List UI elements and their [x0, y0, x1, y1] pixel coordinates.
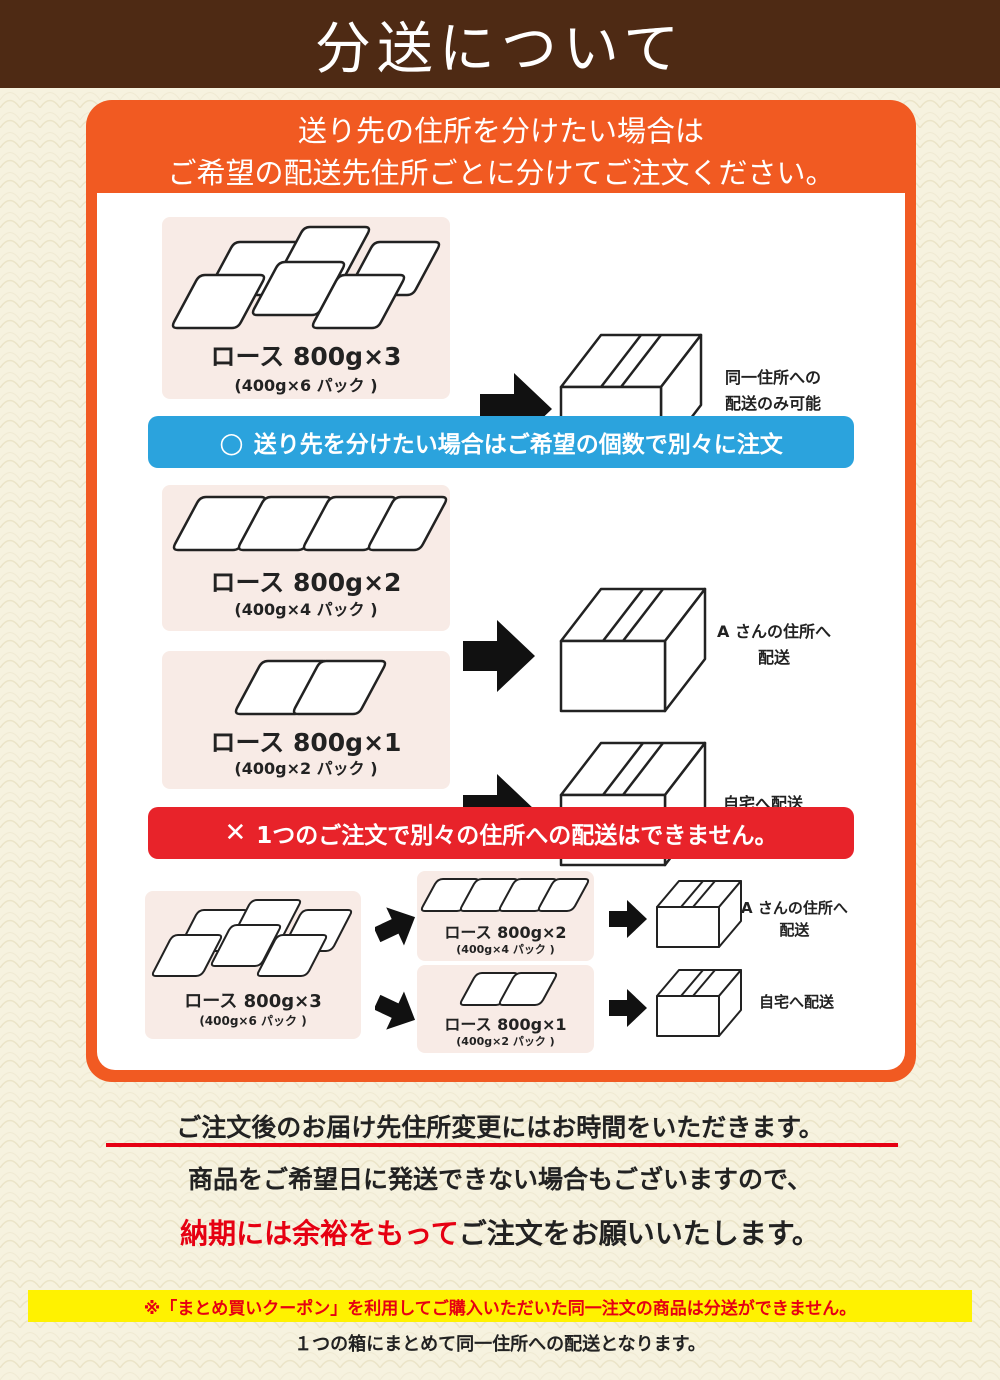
notice-line3-rest: ご注文をお願いいたします。 [458, 1217, 820, 1250]
cross-ng-icon: ✕ [224, 818, 247, 848]
right-arrow-icon [463, 620, 535, 692]
product-name: ロース 800g×1 [444, 1015, 567, 1034]
meat-packs-icon [234, 659, 387, 716]
ok-banner-text: 送り先を分けたい場合はご希望の個数で別々に注文 [253, 432, 783, 458]
product-sub: (400g×2 パック ) [234, 759, 378, 778]
product-sub: (400g×4 パック ) [234, 600, 378, 619]
meat-packs-icon [151, 899, 353, 977]
panel-heading-line2: ご希望の配送先住所ごとに分けてご注文ください。 [167, 156, 835, 190]
notice-line1: ご注文後のお届け先住所変更にはお時間をいただきます。 [176, 1113, 824, 1142]
dest-label-ng-a: A さんの住所へ 配送 [741, 899, 848, 939]
footer-note: １つの箱にまとめて同一住所への配送となります。 [294, 1334, 706, 1355]
cardboard-box-icon [559, 587, 707, 713]
dest-label-single: 同一住所への 配送のみ可能 [725, 368, 822, 413]
product-name: ロース 800g×3 [184, 991, 322, 1012]
product-box-ng-split-b: ロース 800g×1 (400g×2 パック ) [417, 965, 594, 1053]
cardboard-box-icon [656, 880, 742, 948]
down-right-arrow-icon [375, 907, 416, 946]
meat-packs-icon [420, 878, 590, 912]
product-box-ng-split-a: ロース 800g×2 (400g×4 パック ) [417, 871, 594, 961]
cardboard-box-icon [656, 969, 742, 1037]
notice-line3: 納期には余裕をもってご注文をお願いいたします。 [0, 1212, 1000, 1252]
header-bar: 分送について [0, 0, 1000, 88]
notice-line3-emphasis: 納期には余裕をもって [180, 1217, 459, 1250]
product-name: ロース 800g×3 [210, 342, 402, 371]
coupon-note: ※「まとめ買いクーポン」を利用してご購入いただいた同一注文の商品は分送ができませ… [28, 1290, 972, 1322]
dest-label-ng-b: 自宅へ配送 [759, 993, 835, 1011]
page-title: 分送について [314, 16, 686, 82]
right-arrow-icon [480, 373, 552, 445]
ng-banner: ✕ 1つのご注文で別々の住所への配送はできません。 [148, 807, 854, 859]
product-box-ng-source: ロース 800g×3 (400g×6 パック ) [145, 891, 361, 1039]
right-arrow-icon [609, 900, 647, 938]
white-inner-panel: ロース 800g×3 (400g×6 パック ) 同一住所への 配送のみ可能 ○… [97, 193, 905, 1070]
panel-heading: 送り先の住所を分けたい場合は ご希望の配送先住所ごとに分けてご注文ください。 [86, 110, 916, 194]
product-sub: (400g×4 パック ) [456, 943, 555, 956]
right-arrow-icon [609, 989, 647, 1027]
product-box-single: ロース 800g×3 (400g×6 パック ) [162, 217, 450, 399]
product-sub: (400g×2 パック ) [456, 1035, 555, 1048]
panel-heading-line1: 送り先の住所を分けたい場合は [297, 114, 704, 148]
meat-packs-icon [172, 495, 448, 552]
product-name: ロース 800g×1 [210, 728, 402, 757]
notice-underline [106, 1143, 898, 1147]
product-name: ロース 800g×2 [210, 568, 402, 597]
up-right-arrow-icon [375, 991, 416, 1030]
orange-panel: 送り先の住所を分けたい場合は ご希望の配送先住所ごとに分けてご注文ください。 ロ… [86, 100, 916, 1082]
product-box-ok-b: ロース 800g×1 (400g×2 パック ) [162, 651, 450, 789]
product-name: ロース 800g×2 [444, 923, 567, 942]
dest-label-ok-a: A さんの住所へ 配送 [717, 622, 831, 667]
notice-line2: 商品をご希望日に発送できない場合もございますので、 [187, 1165, 812, 1194]
product-sub: (400g×6 パック ) [199, 1014, 307, 1028]
circle-ok-icon: ○ [219, 425, 244, 459]
ng-banner-text: 1つのご注文で別々の住所への配送はできません。 [256, 823, 778, 849]
product-box-ok-a: ロース 800g×2 (400g×4 パック ) [162, 485, 450, 631]
ok-banner: ○ 送り先を分けたい場合はご希望の個数で別々に注文 [148, 416, 854, 468]
meat-packs-icon [459, 972, 558, 1006]
product-sub: (400g×6 パック ) [234, 376, 378, 395]
meat-packs-icon [171, 225, 441, 330]
